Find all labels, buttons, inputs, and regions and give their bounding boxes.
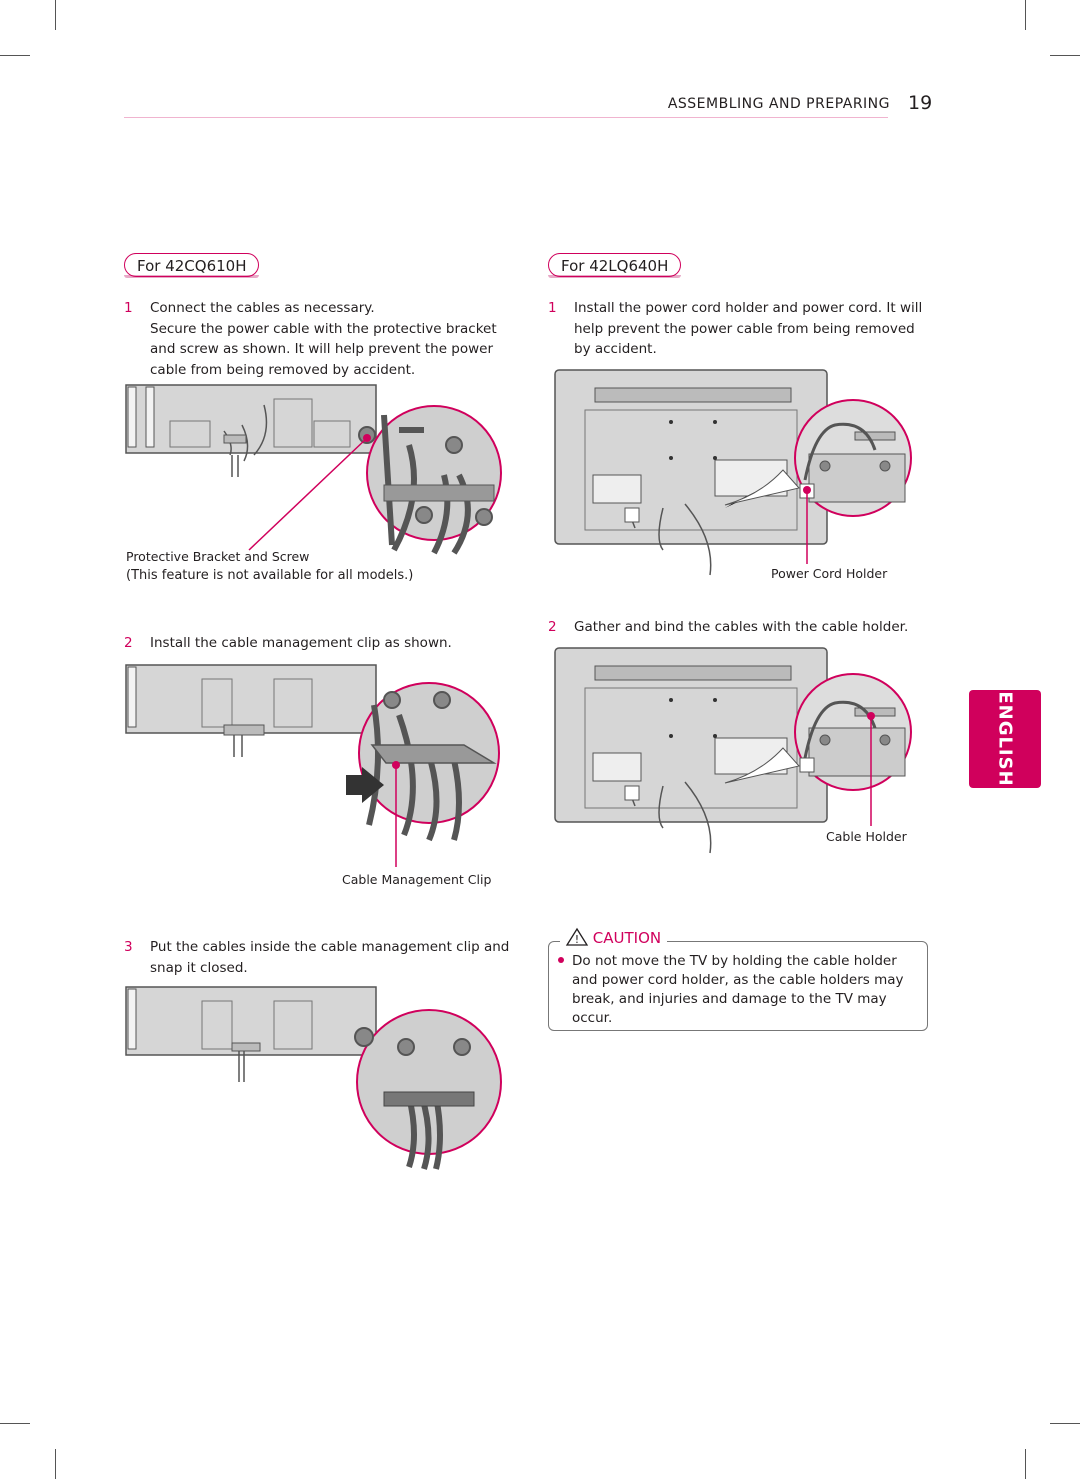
figure-protective-bracket bbox=[125, 384, 502, 555]
model-label-left: For 42CQ610H bbox=[124, 253, 260, 278]
step-left-3: 3 Put the cables inside the cable manage… bbox=[124, 937, 524, 981]
section-title: ASSEMBLING AND PREPARING bbox=[667, 96, 890, 112]
step-text: Put the cables inside the cable manageme… bbox=[150, 939, 510, 976]
crop-mark bbox=[55, 0, 56, 30]
step-text: Connect the cables as necessary. Secure … bbox=[150, 300, 497, 378]
svg-text:!: ! bbox=[575, 933, 579, 946]
language-tab-label: ENGLISH bbox=[994, 691, 1016, 787]
callout-power-cord-holder: Power Cord Holder bbox=[771, 566, 888, 581]
callout-cable-management-clip: Cable Management Clip bbox=[342, 872, 492, 887]
step-number: 2 bbox=[124, 635, 133, 651]
figure-cable-management-clip bbox=[125, 664, 500, 867]
crop-mark bbox=[1025, 1449, 1026, 1479]
caution-text: Do not move the TV by holding the cable … bbox=[572, 953, 904, 1026]
step-right-1: 1 Install the power cord holder and powe… bbox=[548, 298, 938, 362]
warning-triangle-icon: ! bbox=[565, 927, 589, 946]
crop-mark bbox=[0, 1423, 30, 1424]
step-number: 1 bbox=[548, 300, 557, 316]
crop-mark bbox=[1050, 55, 1080, 56]
figure-cable-holder bbox=[554, 647, 912, 854]
crop-mark bbox=[55, 1449, 56, 1479]
model-label-right: For 42LQ640H bbox=[548, 253, 682, 278]
step-number: 3 bbox=[124, 939, 133, 955]
page-number: 19 bbox=[908, 92, 933, 114]
caution-box bbox=[548, 941, 928, 1031]
step-number: 1 bbox=[124, 300, 133, 316]
step-text: Install the power cord holder and power … bbox=[574, 300, 923, 357]
callout-cable-holder: Cable Holder bbox=[826, 829, 907, 844]
crop-mark bbox=[1050, 1423, 1080, 1424]
header-rule bbox=[124, 117, 888, 118]
step-number: 2 bbox=[548, 619, 557, 635]
callout-protective-bracket: Protective Bracket and Screw bbox=[126, 549, 310, 564]
step-left-1: 1 Connect the cables as necessary. Secur… bbox=[124, 298, 514, 383]
step-right-2: 2 Gather and bind the cables with the ca… bbox=[548, 617, 938, 639]
figure-clip-closed bbox=[125, 986, 502, 1170]
language-tab: ENGLISH bbox=[969, 690, 1041, 788]
availability-note: (This feature is not available for all m… bbox=[126, 568, 414, 583]
step-left-2: 2 Install the cable management clip as s… bbox=[124, 633, 514, 655]
crop-mark bbox=[1025, 0, 1026, 30]
caution-heading: ! CAUTION bbox=[560, 927, 668, 947]
crop-mark bbox=[0, 55, 30, 56]
caution-title: CAUTION bbox=[592, 929, 662, 947]
step-text: Gather and bind the cables with the cabl… bbox=[574, 619, 909, 635]
figure-power-cord-holder bbox=[554, 369, 912, 576]
step-text: Install the cable management clip as sho… bbox=[150, 635, 452, 651]
caution-bullet bbox=[558, 957, 564, 963]
